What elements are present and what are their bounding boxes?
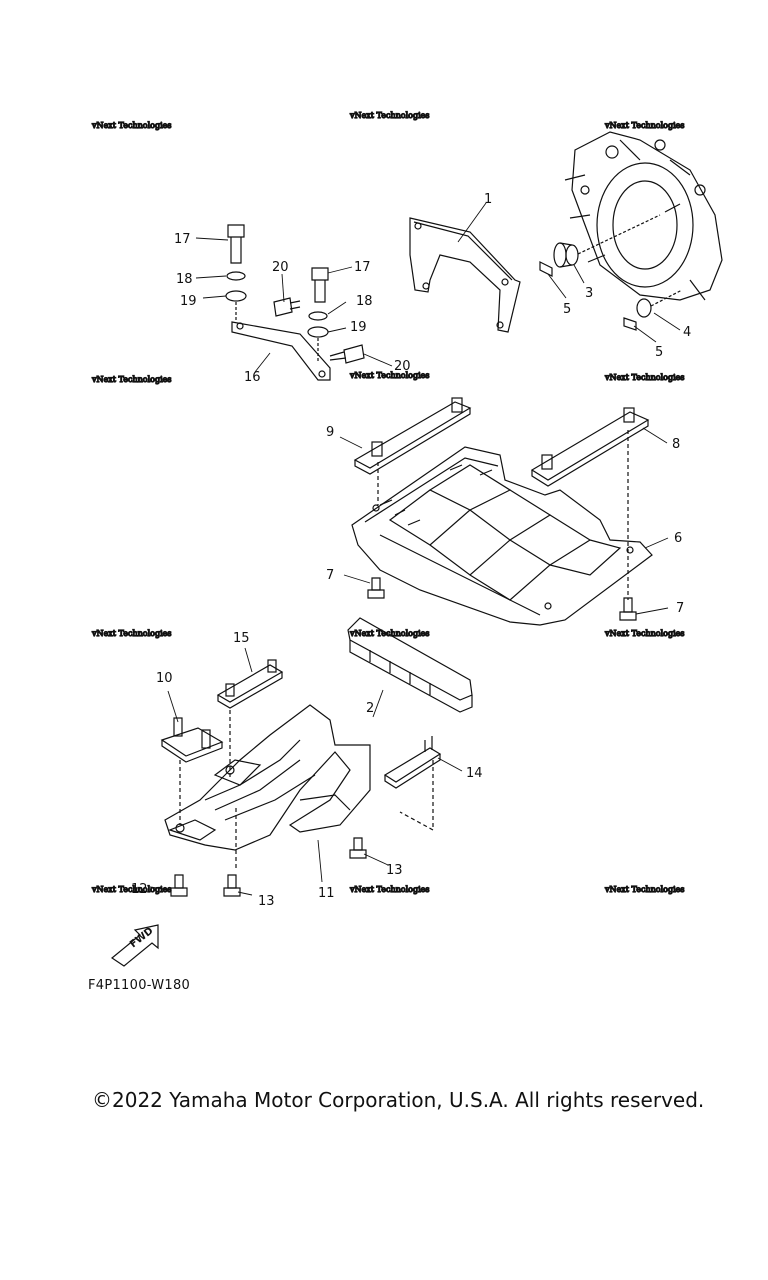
watermark: vNext Technologies [91,629,171,638]
callout-13: 13 [386,863,403,878]
fwd-label: FWD [128,926,155,951]
callout-15: 15 [233,631,250,646]
watermark: vNext Technologies [604,629,684,638]
watermark: vNext Technologies [604,121,684,130]
callout-16: 16 [244,370,261,385]
damper-drawing [539,203,681,277]
watermark: vNext Technologies [604,373,684,382]
callouts: 1 2 3 4 5 5 6 7 7 8 9 10 11 12 13 13 14 … [131,192,691,909]
callout-3: 3 [585,286,593,301]
pad-drawing [347,617,473,713]
callout-17: 17 [174,232,191,247]
callout-1: 1 [484,192,492,207]
clip-plate-drawing [383,736,442,832]
watermark: vNext Technologies [91,375,171,384]
watermark: vNext Technologies [349,111,429,120]
callout-18: 18 [356,294,373,309]
callout-5: 5 [563,302,571,317]
callout-20: 20 [272,260,289,275]
small-plate-drawing [216,659,284,780]
callout-12: 12 [131,882,148,897]
left-rail-drawing [353,397,472,505]
main-plate-drawing [351,446,653,626]
callout-11: 11 [318,886,335,901]
callout-20: 20 [394,359,411,374]
callout-5: 5 [655,345,663,360]
watermark: vNext Technologies [91,885,171,894]
callout-8: 8 [672,437,680,452]
intake-grate-drawing [164,704,371,870]
callout-19: 19 [180,294,197,309]
lower-bolts-drawing [170,837,367,897]
mount-drawing [160,717,224,825]
callout-7: 7 [676,601,684,616]
callout-10: 10 [156,671,173,686]
callout-19: 19 [350,320,367,335]
watermark: vNext Technologies [91,121,171,130]
callout-4: 4 [683,325,691,340]
leader-lines [149,202,681,896]
copyright-notice: ©2022 Yamaha Motor Corporation, U.S.A. A… [92,1088,705,1112]
washer-nut-drawing [623,289,683,331]
watermark: vNext Technologies [604,885,684,894]
diagram-code: F4P1100-W180 [88,978,191,993]
callout-6: 6 [674,531,682,546]
bracket-plate-drawing [409,217,521,333]
fwd-arrow-icon: FWD [110,924,159,967]
strap-assembly-drawing [225,224,365,381]
watermark: vNext Technologies [349,885,429,894]
callout-18: 18 [176,272,193,287]
watermarks: vNext Technologies vNext Technologies vN… [90,110,685,894]
callout-17: 17 [354,260,371,275]
callout-2: 2 [366,701,374,716]
right-rail-drawing [530,407,650,600]
watermark: vNext Technologies [349,371,429,380]
callout-13: 13 [258,894,275,909]
callout-14: 14 [466,766,483,781]
watermark: vNext Technologies [349,629,429,638]
engine-housing-drawing [564,131,723,301]
callout-7: 7 [326,568,334,583]
plate-bolts-drawing [367,577,637,621]
callout-9: 9 [326,425,334,440]
